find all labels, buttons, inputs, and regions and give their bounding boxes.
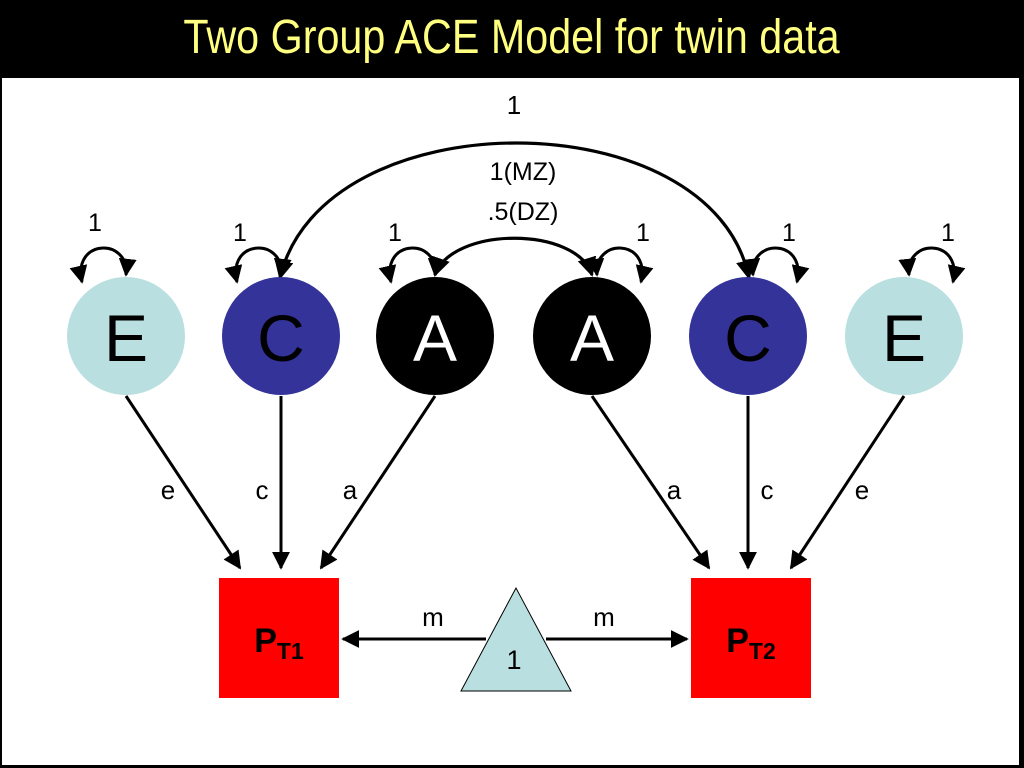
svg-text:E: E — [882, 301, 926, 375]
path-label-c1: c — [256, 475, 269, 505]
variance-loop-a1 — [378, 246, 446, 284]
path-e-to-pt1 — [124, 395, 242, 570]
path-label-e1: e — [161, 475, 175, 505]
cc-covariance-arc — [274, 141, 755, 280]
aa-covariance-arc — [431, 236, 597, 277]
mean-triangle: 1 — [460, 586, 572, 692]
variance-label-a2: 1 — [636, 219, 650, 247]
svg-text:PT2: PT2 — [726, 622, 776, 664]
latent-c-twin2: C — [689, 277, 807, 395]
diagram-panel: 1 1(MZ) .5(DZ) 1 1 1 1 1 1 E — [2, 78, 1019, 765]
svg-text:A: A — [413, 301, 457, 375]
variance-loop-c1 — [224, 246, 292, 284]
svg-text:C: C — [257, 301, 305, 375]
mean-label-right: m — [593, 602, 615, 632]
slide-title: Two Group ACE Model for twin data — [183, 11, 841, 64]
variance-loop-e2 — [898, 246, 966, 284]
phenotype-twin2: PT2 — [691, 578, 811, 698]
variance-loop-e1 — [69, 246, 137, 284]
svg-text:PT1: PT1 — [254, 622, 304, 664]
variance-label-e1: 1 — [88, 209, 102, 237]
latent-c-twin1: C — [222, 277, 340, 395]
path-a-to-pt1 — [319, 395, 437, 570]
path-label-c2: c — [761, 475, 774, 505]
variance-loop-c2 — [742, 246, 810, 284]
path-e-to-pt2 — [789, 395, 906, 570]
variance-label-a1: 1 — [388, 219, 402, 247]
variance-label-c2: 1 — [782, 219, 796, 247]
svg-text:E: E — [104, 301, 148, 375]
latent-a-twin1: A — [376, 277, 494, 395]
latent-e-twin2: E — [845, 277, 963, 395]
path-label-e2: e — [855, 475, 869, 505]
ace-diagram: 1 1(MZ) .5(DZ) 1 1 1 1 1 1 E — [67, 90, 966, 698]
aa-covariance-label-dz: .5(DZ) — [488, 198, 559, 226]
path-a-to-pt2 — [590, 395, 711, 570]
variance-label-e2: 1 — [941, 219, 955, 247]
latent-e-twin1: E — [67, 277, 185, 395]
mean-label-left: m — [422, 602, 444, 632]
svg-text:C: C — [724, 301, 772, 375]
phenotype-twin1: PT1 — [219, 578, 339, 698]
title-bar: Two Group ACE Model for twin data — [0, 0, 1024, 76]
svg-text:1: 1 — [506, 645, 521, 675]
svg-text:A: A — [570, 301, 614, 375]
latent-a-twin2: A — [533, 277, 651, 395]
path-label-a1: a — [343, 475, 358, 505]
path-label-a2: a — [667, 475, 682, 505]
variance-label-c1: 1 — [233, 219, 247, 247]
aa-covariance-label-mz: 1(MZ) — [490, 158, 557, 186]
cc-covariance-label: 1 — [507, 90, 521, 120]
variance-loop-a2 — [586, 246, 654, 284]
